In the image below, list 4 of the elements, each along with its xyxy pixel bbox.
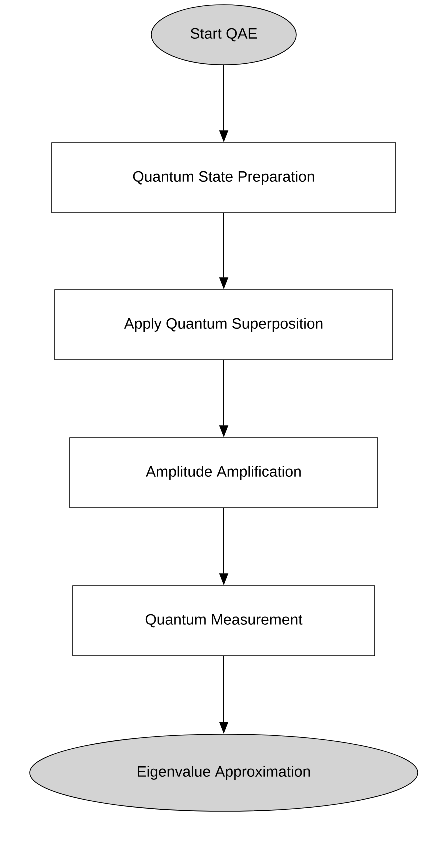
process-box: Amplitude Amplification	[70, 438, 378, 508]
process-box: Quantum State Preparation	[52, 142, 396, 214]
process-box: Apply Quantum Superposition	[54, 290, 394, 360]
process-box: Quantum Measurement	[72, 586, 376, 656]
